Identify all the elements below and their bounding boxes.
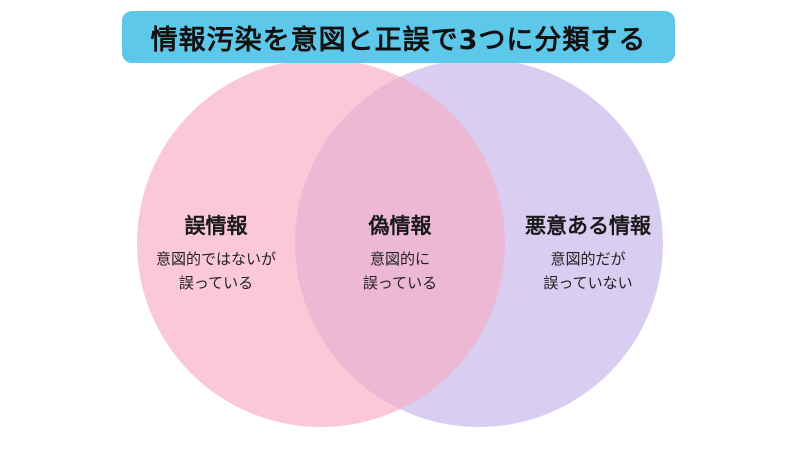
region-heading-misinformation: 誤情報 — [184, 214, 248, 238]
region-heading-disinformation: 偽情報 — [368, 214, 432, 238]
region-description-disinformation: 意図的に 誤っている — [320, 247, 480, 295]
region-description-line: 意図的に — [369, 250, 430, 268]
region-malinformation: 悪意ある情報 意図的だが 誤っていない — [503, 213, 673, 295]
region-description-line: 誤っている — [362, 274, 438, 292]
region-description-line: 誤っていない — [543, 274, 633, 292]
region-description-misinformation: 意図的ではないが 誤っている — [136, 247, 296, 295]
region-description-line: 意図的だが — [550, 250, 626, 268]
region-disinformation: 偽情報 意図的に 誤っている — [320, 213, 480, 295]
region-heading-malinformation: 悪意ある情報 — [525, 214, 651, 238]
title-banner: 情報汚染を意図と正誤で3つに分類する — [122, 11, 675, 63]
region-description-malinformation: 意図的だが 誤っていない — [503, 247, 673, 295]
page-title: 情報汚染を意図と正誤で3つに分類する — [150, 24, 647, 56]
region-misinformation: 誤情報 意図的ではないが 誤っている — [136, 213, 296, 295]
venn-overlap — [295, 59, 505, 427]
region-description-line: 誤っている — [178, 274, 254, 292]
region-description-line: 意図的ではないが — [155, 250, 276, 268]
